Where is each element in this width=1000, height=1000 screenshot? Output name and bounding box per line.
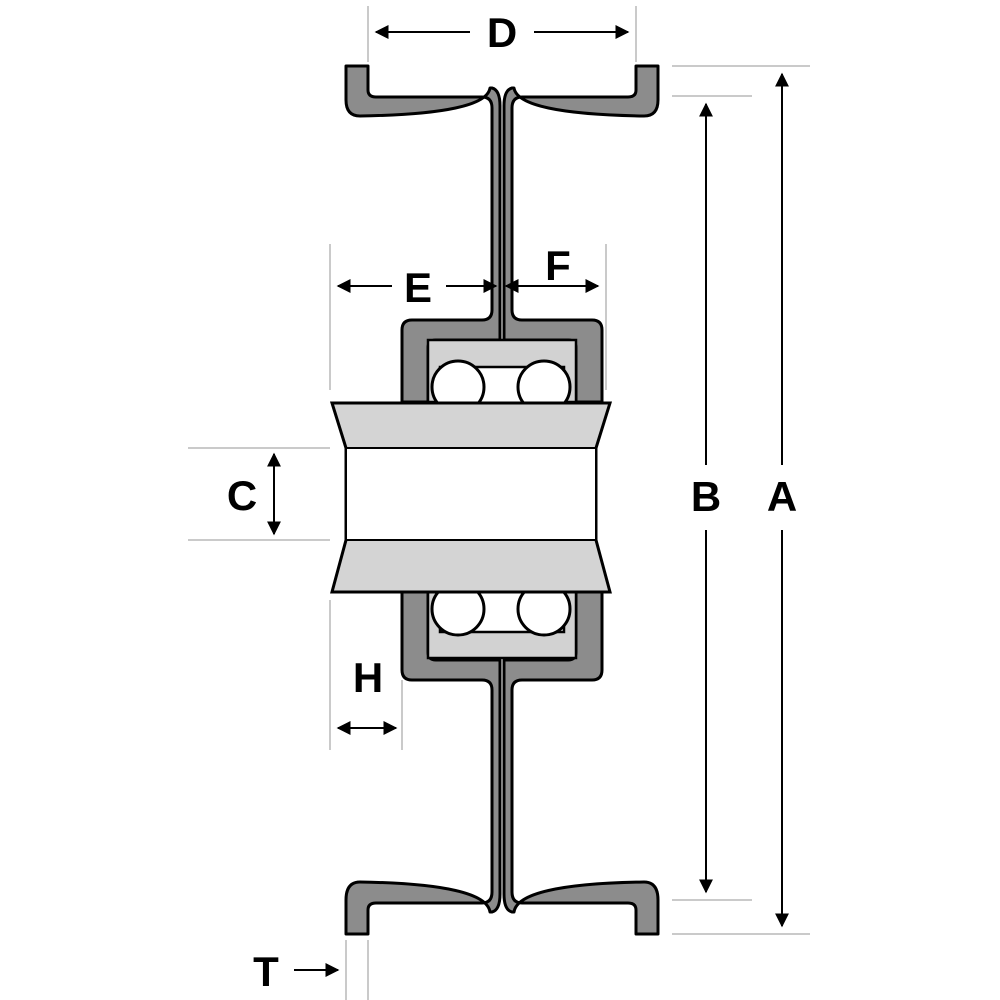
label-d: D	[487, 9, 517, 56]
bearing	[329, 338, 613, 660]
bore	[346, 448, 596, 540]
label-f: F	[545, 242, 571, 289]
label-e: E	[404, 264, 432, 311]
dimension-arrows	[267, 25, 789, 977]
label-b: B	[691, 473, 721, 520]
dimension-labels: D A B E F C H T	[227, 9, 797, 995]
extension-lines	[188, 6, 810, 1000]
label-h: H	[353, 654, 383, 701]
label-c: C	[227, 472, 257, 519]
label-t: T	[253, 948, 279, 995]
label-a: A	[767, 473, 797, 520]
